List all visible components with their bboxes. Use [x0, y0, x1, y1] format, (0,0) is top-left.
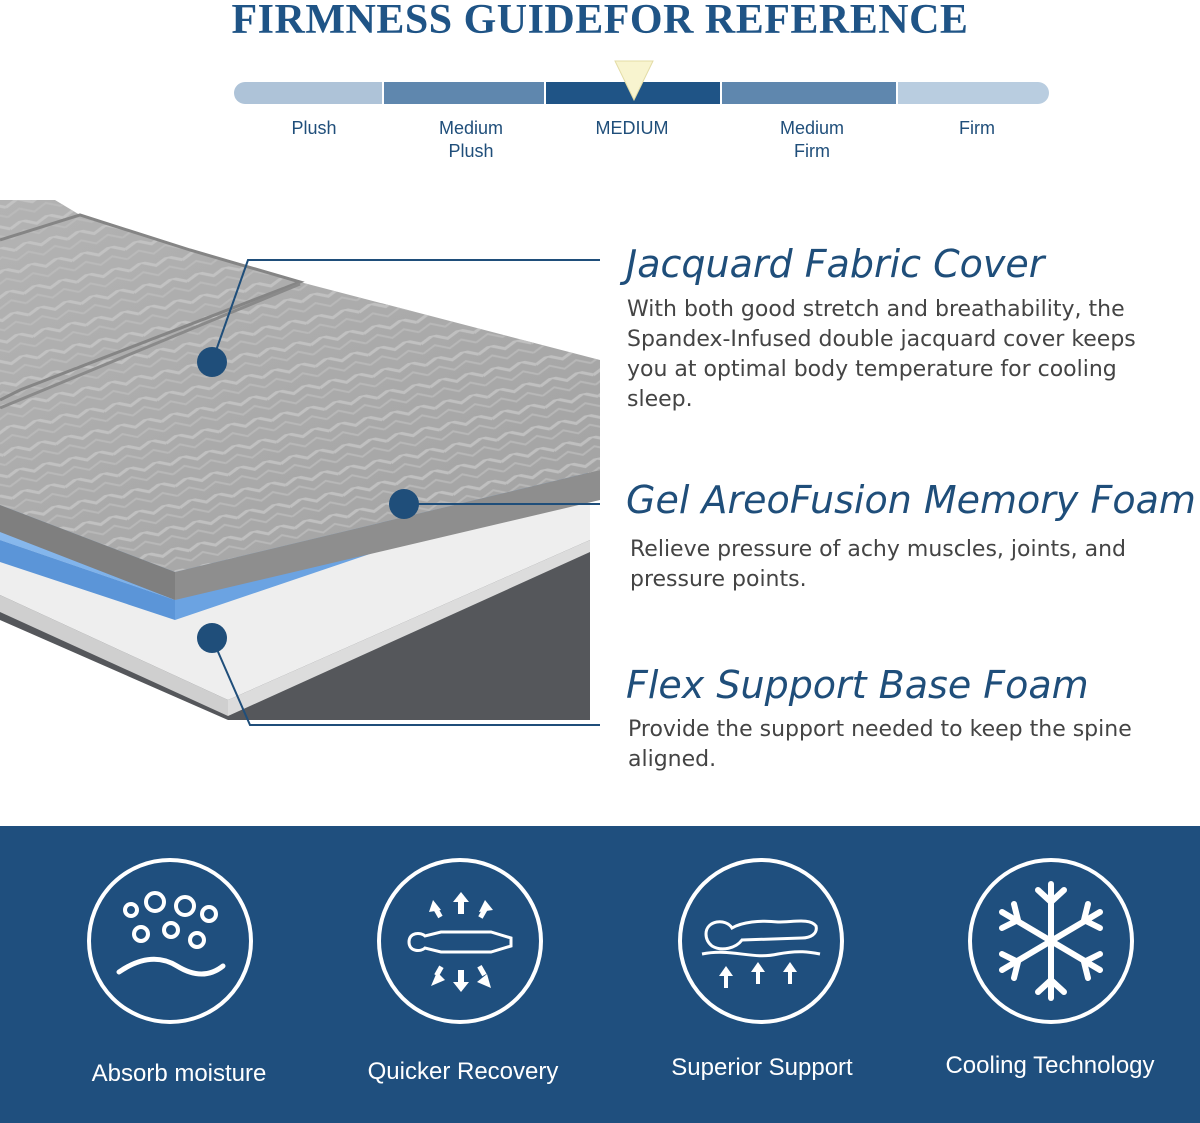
- layer-title-gel: Gel AreoFusion Memory Foam: [626, 478, 1196, 522]
- leader-dot-base: [197, 623, 227, 653]
- layer-desc-base: Provide the support needed to keep the s…: [628, 717, 1132, 772]
- layer-desc-gel: Relieve pressure of achy muscles, joints…: [630, 537, 1127, 592]
- leader-dot-cover: [197, 347, 227, 377]
- scale-segment-medium-firm: [722, 82, 898, 104]
- scale-label-plush: Plush: [291, 118, 337, 138]
- scale-segment-firm: [898, 82, 1049, 104]
- scale-label-firm: Firm: [959, 118, 995, 138]
- feature-badge-support: [678, 858, 844, 1024]
- mattress-layers-illustration: [0, 200, 600, 726]
- snowflake-icon: [999, 881, 1103, 1001]
- layer-title-cover: Jacquard Fabric Cover: [626, 242, 1045, 286]
- page-title: FIRMNESS GUIDEFOR REFERENCE: [231, 0, 969, 43]
- scale-segment-medium-plush: [384, 82, 546, 104]
- layer-desc-cover: With both good stretch and breathability…: [627, 297, 1136, 412]
- feature-badge-absorb: [87, 858, 253, 1024]
- body-support-icon: [701, 919, 821, 988]
- feature-badge-cooling: [968, 858, 1134, 1024]
- firmness-pointer-icon: [614, 60, 654, 102]
- droplets-wave-icon: [116, 891, 226, 977]
- feature-label-cooling: Cooling Technology: [945, 1052, 1155, 1079]
- scale-label-medium: MEDIUM: [595, 118, 669, 138]
- feature-badge-recovery: [377, 858, 543, 1024]
- feature-label-absorb: Absorb moisture: [91, 1060, 267, 1087]
- features-panel: Absorb moisture Quicker Recovery: [0, 826, 1200, 1123]
- feature-label-recovery: Quicker Recovery: [367, 1058, 559, 1085]
- feature-label-support: Superior Support: [671, 1054, 853, 1081]
- layer-title-base: Flex Support Base Foam: [626, 663, 1089, 707]
- leader-dot-gel: [389, 489, 419, 519]
- body-arrows-icon: [407, 892, 513, 992]
- scale-segment-plush: [234, 82, 384, 104]
